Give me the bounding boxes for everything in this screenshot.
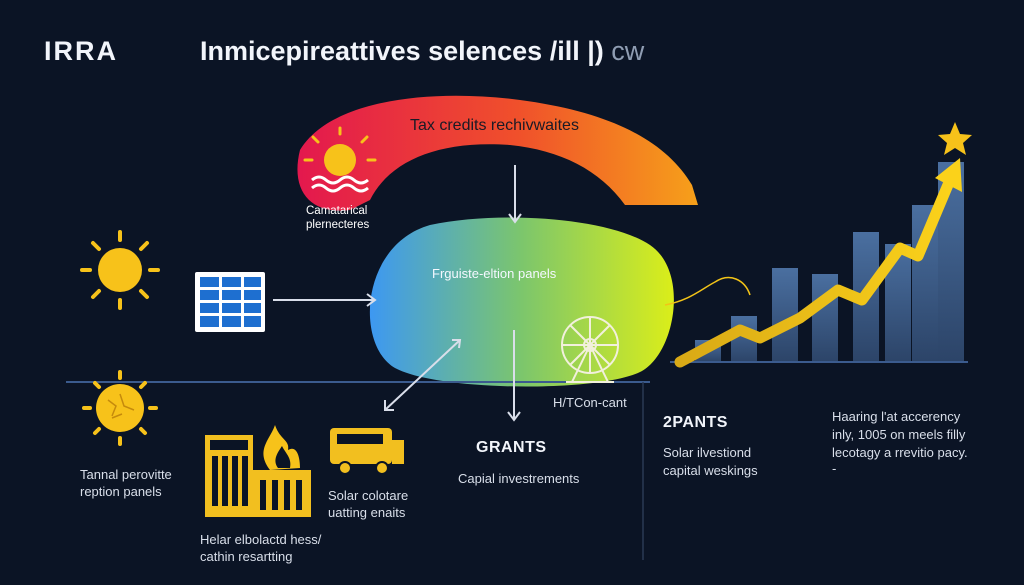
ferris-wheel-icon [561,316,619,383]
center-label: Frguiste-eltion panels [432,266,557,281]
factory-caption-line1: Helar elbolactd hess/ [200,532,322,547]
sun-icon [80,230,160,310]
growth-bar [772,268,798,362]
col3-line2: inly, 1005 on meels filly [832,427,966,442]
truck-icon [330,428,404,475]
flow-wave [664,276,751,306]
center-blob [369,217,674,387]
col2-line2: capital weskings [663,463,758,478]
factory-icon [205,435,311,517]
page-title-tail: cw [611,36,645,66]
ferris-label: H/TCon-cant [553,395,627,410]
page-title-main: Inmicepireattives selences /ill |) [200,36,604,66]
col2-heading: 2PANTS [663,414,728,431]
sun-badge-line2: plernecteres [306,219,370,231]
trend-arrow-icon [674,158,962,368]
star-icon [938,122,972,155]
grants-sub: Capial investrements [458,471,580,486]
flow-arrows [273,165,522,422]
arc-label: Tax credits rechivwaites [410,117,579,134]
left-caption-line2: reption panels [80,484,162,499]
sun-wave-icon [303,126,377,193]
col3-line3: lecotagy a rrevitio pacy. [832,445,968,460]
sun-badge-line1: Camatarical [306,205,368,217]
brand-label: IRRA [44,36,118,66]
col2-line1: Solar ilvestiond [663,445,752,460]
page-title: Inmicepireattives selences /ill |) cw [200,36,644,67]
factory-caption-line2: cathin resartting [200,549,293,564]
col3-line4: - [832,461,837,476]
solar-panel-icon [195,272,265,332]
grants-heading: GRANTS [476,439,547,456]
truck-caption-line1: Solar colotare [328,488,409,503]
arrow-diagonal [384,339,461,411]
tax-credit-arc [297,95,698,211]
truck-caption-line2: uatting enaits [328,505,406,520]
col3-line1: Haaring l'at accerency [832,409,961,424]
cracked-sun-icon [82,370,158,446]
left-caption-line1: Tannal perovitte [80,467,172,482]
flame-icon [263,425,300,470]
